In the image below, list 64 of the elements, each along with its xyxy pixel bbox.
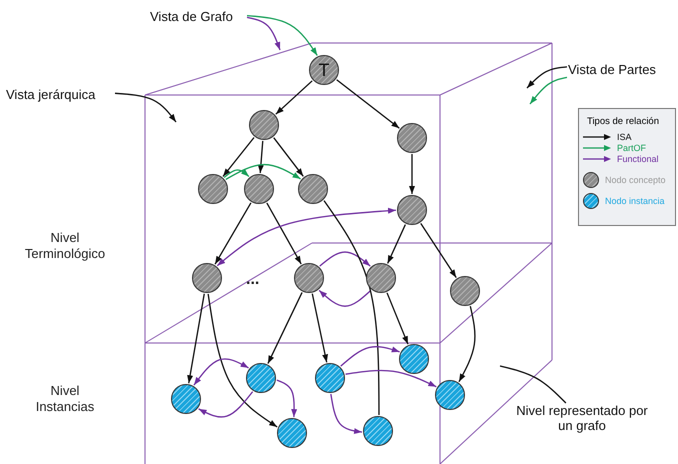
instance-node [171,384,201,414]
concept-node [397,123,427,153]
leader-arrow [246,14,318,56]
concept-node [450,276,480,306]
level-label: Nivel Terminológico [24,230,106,262]
ellipsis: ... [246,270,260,290]
arrow [345,370,437,388]
view-label: Nivel representado por un grafo [516,404,648,440]
arrow [319,251,371,267]
leader-arrow [530,76,568,104]
concept-node [198,174,228,204]
arrow [198,391,254,418]
view-label: Vista de Partes [568,63,672,81]
arrow [318,290,372,307]
view-label: Vista jerárquica [6,88,114,106]
arrow [273,137,304,177]
level-label: Nivel Instancias [34,383,96,414]
arrow [420,223,457,278]
legend-label: Nodo instancia [605,196,665,206]
arrow [340,346,400,367]
concept-node [294,263,324,293]
leader-arrow [526,66,568,88]
instance-node [315,363,345,393]
arrow [214,202,252,265]
concept-node [192,263,222,293]
concept-node: T [309,55,339,85]
arrow [224,169,250,178]
arrow [208,294,278,428]
arrow [409,154,415,194]
instance-node [435,380,465,410]
instance-node [363,416,393,446]
legend-label: PartOF [617,143,646,153]
arrow [336,79,400,129]
legend-label: Nodo concepto [605,175,666,185]
concept-node [366,263,396,293]
arrow [258,140,264,174]
leader-line [500,365,566,404]
leader-arrow [114,92,177,122]
arrow [276,380,298,418]
concept-node [298,174,328,204]
arrow [266,202,302,264]
arrow [458,306,476,382]
arrow [225,164,301,180]
arrow [275,80,313,115]
instance-node [246,363,276,393]
arrow [312,294,328,362]
concept-node [249,110,279,140]
arrow [387,224,406,264]
concept-node [397,195,427,225]
concept-node [244,174,274,204]
arrow [216,208,396,266]
arrow [267,292,303,364]
leader-arrow [246,16,281,50]
legend-label: Functional [617,154,659,164]
arrow [222,137,255,177]
instance-node [399,344,429,374]
view-label: Vista de Grafo [150,10,246,28]
legend-title: Tipos de relación [587,116,659,127]
arrow [386,292,409,344]
instance-node [277,418,307,448]
legend-label: ISA [617,132,632,142]
arrow [187,294,205,384]
arrow [330,394,362,434]
arrow [193,358,249,386]
